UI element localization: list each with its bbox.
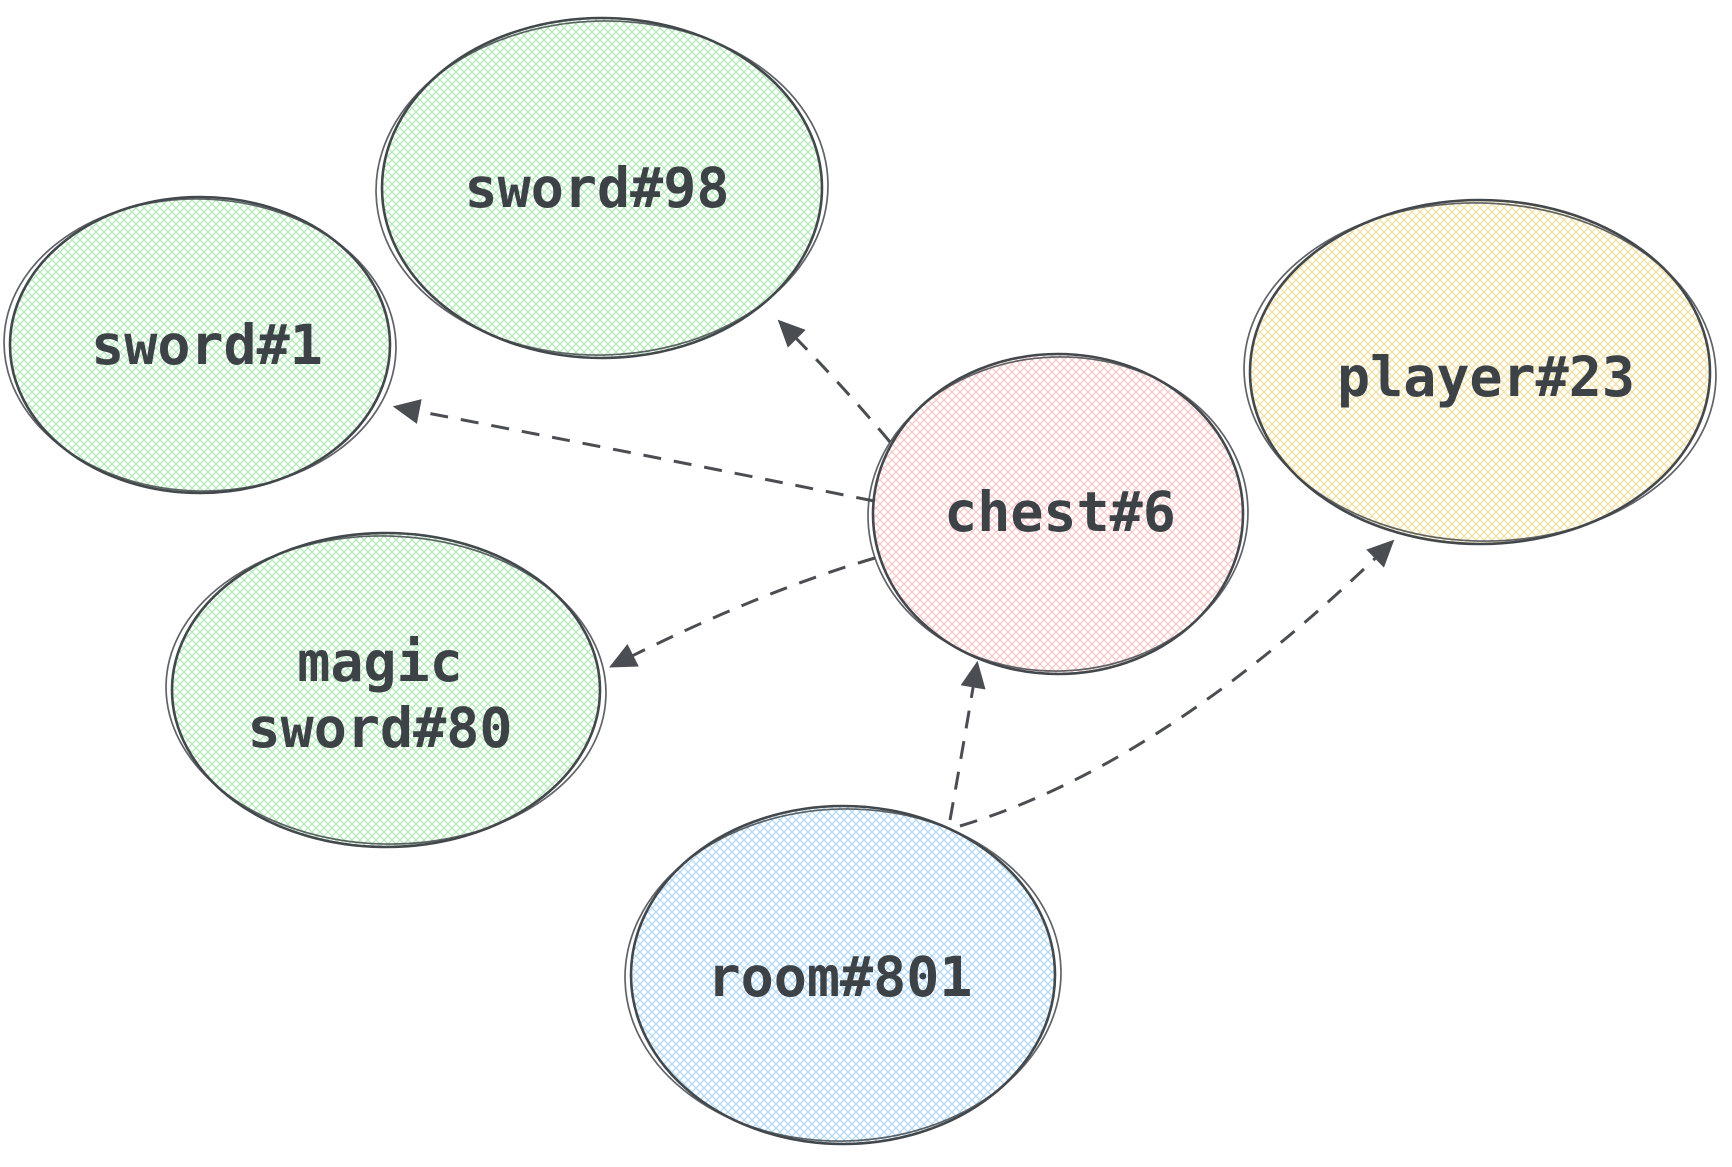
node-room801: room#801 xyxy=(624,804,1062,1146)
edge-room801-to-chest6 xyxy=(948,660,986,821)
node-magic-sword80-sketch-stroke xyxy=(165,535,607,845)
node-magic-sword80-label-line2: sword#80 xyxy=(248,696,513,760)
edge-chest6-to-sword98 xyxy=(777,319,892,443)
node-player23-label: player#23 xyxy=(1337,345,1635,409)
node-chest6-sketch-stroke xyxy=(867,356,1249,672)
node-chest6-label: chest#6 xyxy=(944,480,1176,544)
node-sword98-sketch-stroke xyxy=(375,20,829,356)
node-sword1-label: sword#1 xyxy=(91,313,323,377)
edge-chest6-to-sword1 xyxy=(392,399,875,503)
node-player23-sketch-stroke xyxy=(1243,202,1717,542)
node-chest6: chest#6 xyxy=(867,352,1249,676)
node-sword98-label: sword#98 xyxy=(465,156,730,220)
node-sword1-shape xyxy=(8,195,392,495)
node-sword98: sword#98 xyxy=(375,16,829,360)
node-sword1: sword#1 xyxy=(3,195,397,495)
node-chest6-shape xyxy=(871,352,1245,676)
node-magic-sword80-label-line1: magic xyxy=(297,630,463,694)
node-player23-shape xyxy=(1248,198,1712,546)
node-room801-shape xyxy=(629,804,1057,1146)
edge-room801-to-player23 xyxy=(959,539,1395,828)
node-magic-sword80-shape xyxy=(170,531,602,849)
node-room801-sketch-stroke xyxy=(624,808,1062,1142)
node-sword1-sketch-stroke xyxy=(3,198,397,492)
node-player23: player#23 xyxy=(1243,198,1717,546)
node-sword98-shape xyxy=(380,16,824,360)
edge-chest6-to-magic-sword80 xyxy=(609,556,876,668)
edges-layer xyxy=(392,319,1395,828)
node-room801-label: room#801 xyxy=(708,945,973,1009)
